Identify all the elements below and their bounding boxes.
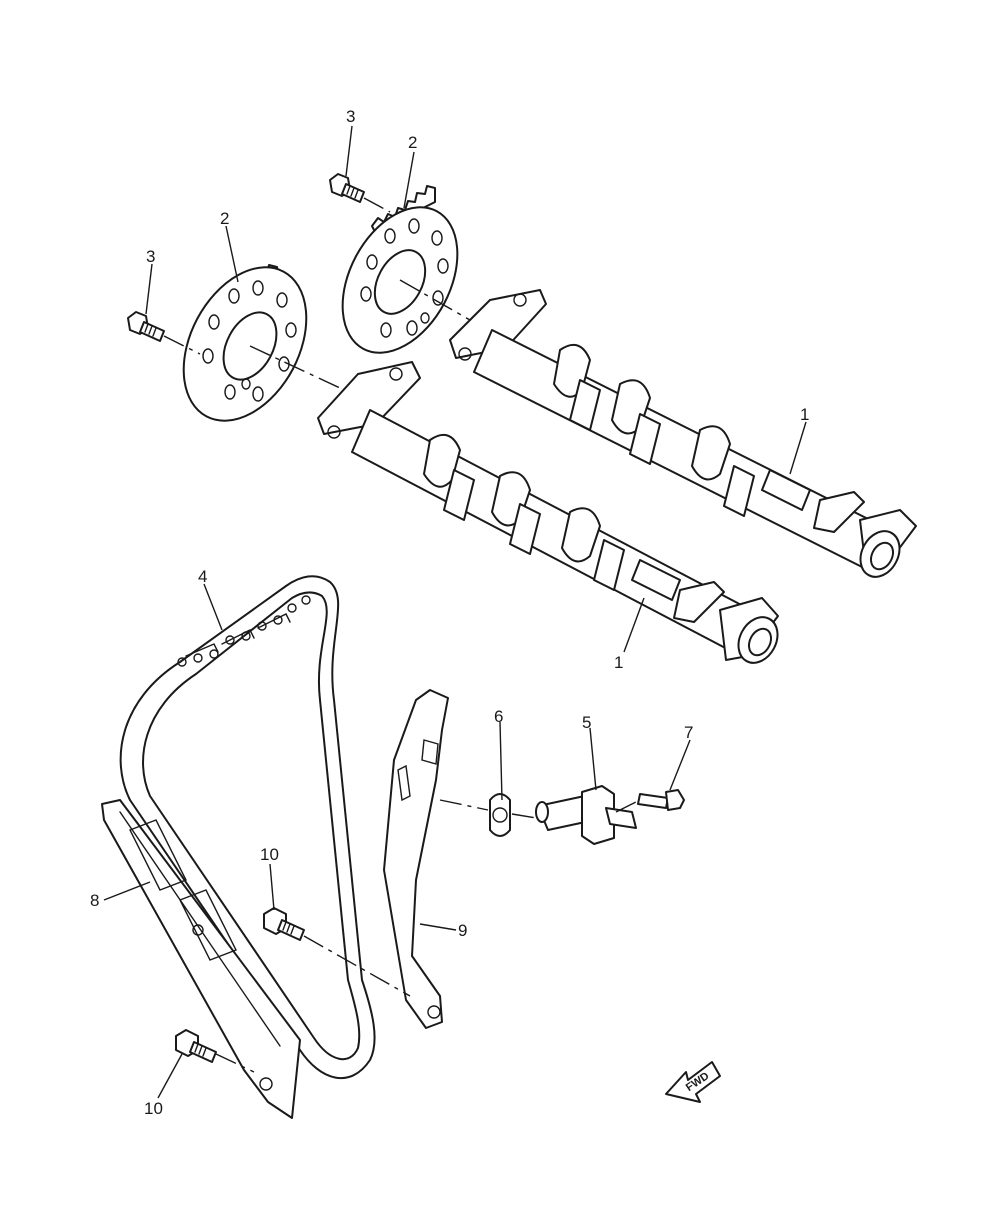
chain-tensioner[interactable] xyxy=(535,785,637,845)
callout-tensioner-bolt: 7 xyxy=(684,723,693,742)
callout-gasket: 6 xyxy=(494,707,503,726)
callout-guide-bolt-lower: 10 xyxy=(144,1099,163,1118)
callout-timing-chain: 4 xyxy=(198,567,207,586)
chain-guide-intake[interactable] xyxy=(101,799,301,1119)
callout-bolt-left: 3 xyxy=(146,247,155,266)
callout-guide-bolt-upper: 10 xyxy=(260,845,279,864)
callout-sprocket-right: 2 xyxy=(408,133,417,152)
chain-guide-exhaust[interactable] xyxy=(383,689,449,1029)
sprocket-bolt-left[interactable] xyxy=(127,311,165,342)
sprocket-bolt-right[interactable] xyxy=(329,173,365,203)
callout-tensioner: 5 xyxy=(582,713,591,732)
cam-sprocket-left[interactable] xyxy=(159,246,331,442)
guide-bolt-lower[interactable] xyxy=(175,1029,217,1063)
callout-guide-intake: 8 xyxy=(90,891,99,910)
callout-bolt-right: 3 xyxy=(346,107,355,126)
callout-camshaft-upper: 1 xyxy=(800,405,809,424)
tensioner-bolt[interactable] xyxy=(637,789,685,811)
callout-camshaft-lower: 1 xyxy=(614,653,623,672)
timing-chain[interactable] xyxy=(119,575,376,1079)
callout-guide-exhaust: 9 xyxy=(458,921,467,940)
camshaft-upper[interactable] xyxy=(449,289,917,584)
camshaft-lower[interactable] xyxy=(317,361,785,670)
tensioner-gasket[interactable] xyxy=(489,793,511,837)
guide-bolt-upper[interactable] xyxy=(263,907,305,941)
callout-sprocket-left: 2 xyxy=(220,209,229,228)
direction-arrow-icon: FWD xyxy=(665,1061,721,1103)
